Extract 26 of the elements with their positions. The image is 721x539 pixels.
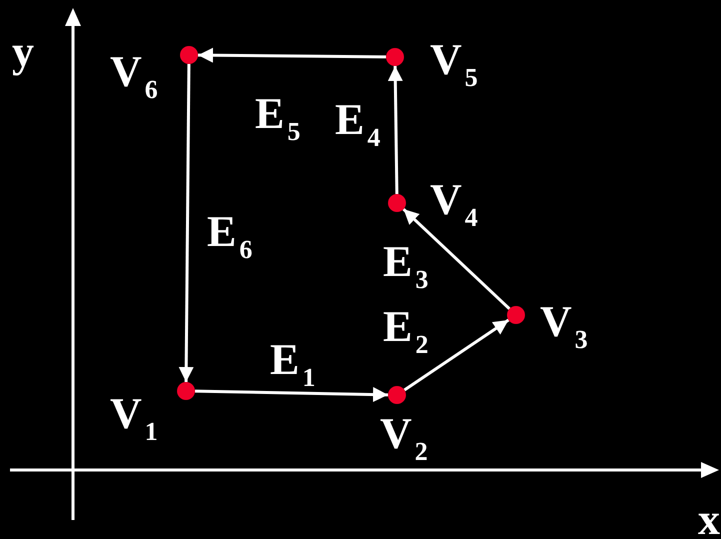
edge-label: E$_{5}$: [255, 92, 300, 145]
vertex-label: V$_{6}$: [110, 50, 158, 103]
vertex-dot: [177, 382, 195, 400]
vertex-dot: [388, 386, 406, 404]
vertex-dot: [180, 46, 198, 64]
vertex-label: V$_{2}$: [380, 412, 428, 465]
arrow: [178, 64, 194, 382]
vertex-label: V$_{4}$: [430, 178, 478, 231]
edge-label: E$_{2}$: [383, 305, 428, 358]
vertex-dot: [386, 48, 404, 66]
vertex-label: V$_{3}$: [540, 300, 588, 353]
vertex-label: V$_{1}$: [110, 392, 158, 445]
arrow: [194, 387, 388, 402]
axis-label: x: [698, 498, 720, 539]
arrow: [404, 318, 510, 392]
edge-label: E$_{6}$: [207, 210, 252, 263]
edge-label: E$_{4}$: [335, 98, 380, 151]
edge-label: E$_{1}$: [270, 338, 316, 391]
axis-label: y: [12, 30, 34, 74]
arrow: [402, 208, 510, 310]
edge-label: E$_{3}$: [383, 240, 428, 293]
arrow: [388, 66, 403, 194]
vertex-dot: [507, 306, 525, 324]
vertex-dot: [388, 194, 406, 212]
arrow: [198, 48, 386, 63]
vertex-label: V$_{5}$: [430, 38, 478, 91]
